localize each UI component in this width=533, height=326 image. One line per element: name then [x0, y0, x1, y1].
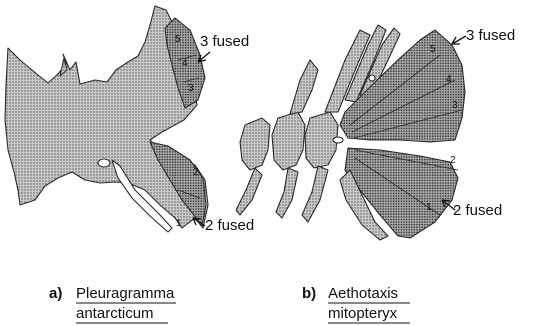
panel-b-ray-1: 1: [426, 202, 432, 213]
panel-b-foramen: [333, 137, 343, 143]
panel-b-ray-2: 2: [450, 155, 456, 166]
panel-b-ray-3: 3: [452, 100, 458, 111]
panel-b-callout-top: 3 fused: [466, 27, 515, 44]
caption-a-genus: Pleuragramma: [76, 285, 175, 302]
panel-b-spine-2-upper: [290, 60, 318, 114]
panel-b-ray-4: 4: [446, 74, 452, 85]
panel-a-callout-top: 3 fused: [200, 33, 249, 50]
caption-a: a) Pleuragramma antarcticum: [49, 285, 176, 323]
panel-b-callout-bottom: 2 fused: [453, 202, 502, 219]
panel-b-vertebra-1: [240, 118, 270, 170]
panel-a-foramen: [98, 159, 110, 167]
panel-a-ray-2: 2: [193, 167, 199, 178]
caption-b-letter: b): [302, 285, 316, 302]
panel-b-spine-2-lower: [276, 168, 298, 218]
panel-a-ray-3: 3: [188, 83, 194, 94]
panel-a-ray-5: 5: [175, 34, 181, 45]
panel-b-small-node: [369, 75, 375, 81]
caption-a-species: antarcticum: [76, 305, 154, 322]
caption-b: b) Aethotaxis mitopteryx: [302, 285, 410, 323]
panel-a-ray-4: 4: [182, 58, 188, 69]
panel-b-spine-3-lower: [302, 166, 328, 222]
panel-b-ray-5: 5: [430, 44, 436, 55]
caption-b-species: mitopteryx: [328, 305, 398, 322]
panel-b-spine-1-lower: [236, 168, 262, 215]
panel-b-vertebra-2: [272, 112, 305, 170]
panel-a-callout-bottom: 2 fused: [205, 217, 254, 234]
caption-b-genus: Aethotaxis: [328, 285, 398, 302]
caption-a-letter: a): [49, 285, 62, 302]
panel-a-ray-1: 1: [176, 218, 182, 229]
panel-b-arrow-top: [452, 36, 466, 44]
